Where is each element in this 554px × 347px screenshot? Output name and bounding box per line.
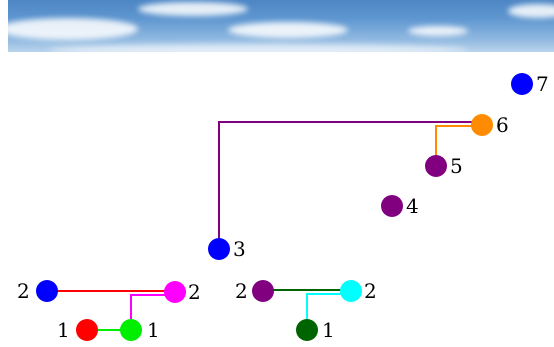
node-label-3: 3 <box>233 237 246 261</box>
node-label-1-red: 1 <box>57 318 70 342</box>
node-3 <box>208 238 230 260</box>
cloud <box>8 18 138 40</box>
node-2-purple <box>252 280 274 302</box>
edge-1b-2b <box>130 294 175 330</box>
node-label-2-purple: 2 <box>235 279 248 303</box>
node-6 <box>471 114 493 136</box>
node-1-red <box>76 319 98 341</box>
node-4 <box>381 195 403 217</box>
node-5 <box>425 155 447 177</box>
cloud <box>508 4 554 18</box>
node-label-2-blue: 2 <box>17 279 30 303</box>
node-label-6: 6 <box>496 113 509 137</box>
node-label-2-magenta: 2 <box>188 280 201 304</box>
node-label-7: 7 <box>536 72 549 96</box>
node-label-1-green: 1 <box>147 318 160 342</box>
node-label-1-darkgreen: 1 <box>322 318 335 342</box>
edge-5-6 <box>435 125 481 165</box>
node-2-magenta <box>164 281 186 303</box>
node-2-blue <box>36 280 58 302</box>
node-1-green <box>120 319 142 341</box>
node-label-2-cyan: 2 <box>364 279 377 303</box>
sky-banner-image <box>8 0 554 52</box>
node-1-darkgreen <box>296 319 318 341</box>
node-label-4: 4 <box>406 194 419 218</box>
node-2-cyan <box>340 280 362 302</box>
cloud <box>138 2 248 16</box>
edge-3-6 <box>218 121 481 249</box>
node-label-5: 5 <box>450 154 463 178</box>
cloud <box>228 22 348 38</box>
cloud <box>408 26 468 36</box>
cloud <box>48 44 468 52</box>
edge-1c-2d <box>306 293 351 330</box>
node-7 <box>511 73 533 95</box>
